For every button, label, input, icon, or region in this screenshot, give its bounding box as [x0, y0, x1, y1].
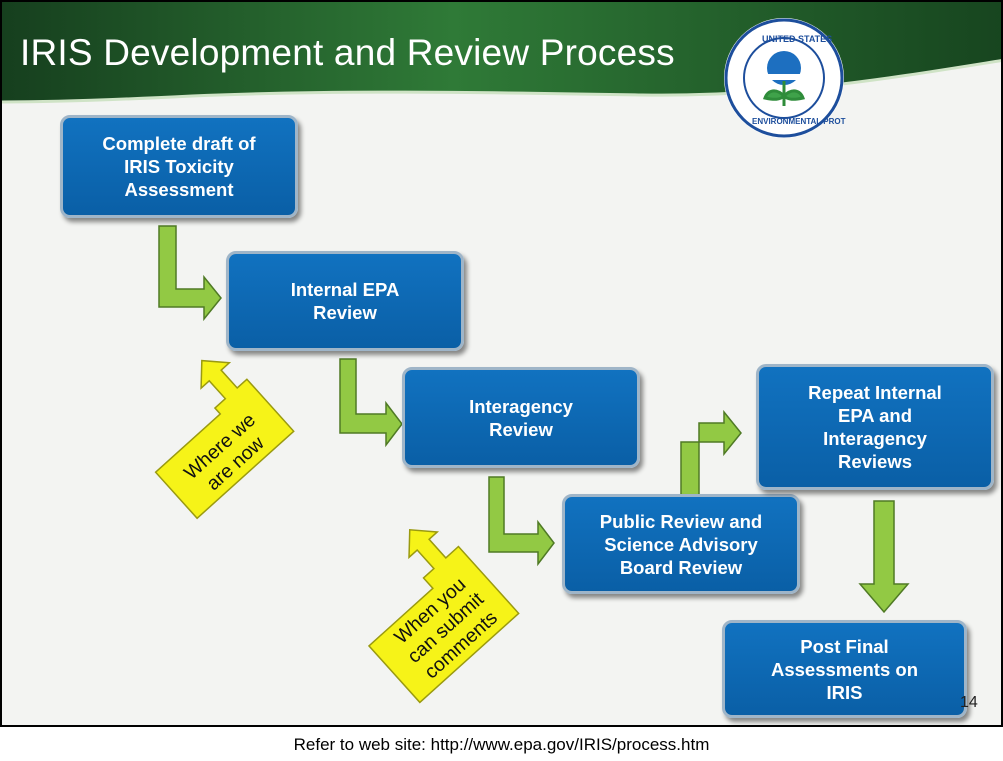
svg-text:ENVIRONMENTAL PROTECTION: ENVIRONMENTAL PROTECTION [752, 117, 846, 126]
arrow-repeat-to-post [858, 500, 910, 614]
step-interagency-review: Interagency Review [402, 367, 640, 468]
slide: IRIS Development and Review Process UNIT… [0, 0, 1003, 727]
step-complete-draft: Complete draft of IRIS Toxicity Assessme… [60, 115, 298, 218]
page-number: 14 [960, 694, 978, 711]
footer-reference-note: Refer to web site: http://www.epa.gov/IR… [293, 735, 710, 754]
flow-arrows [158, 225, 910, 614]
callouts-layer: Where we are now When you can submit com… [154, 359, 520, 704]
step-internal-epa-review: Internal EPA Review [226, 251, 464, 351]
slide-title: IRIS Development and Review Process [20, 32, 675, 73]
step-post-final-assessments: Post Final Assessments on IRIS [722, 620, 967, 718]
arrow-internal-to-interagency [339, 358, 403, 448]
arrow-interagency-to-public [488, 476, 555, 567]
step-repeat-reviews: Repeat Internal EPA and Interagency Revi… [756, 364, 994, 490]
callout-when-you-can-submit: When you can submit comments [367, 528, 520, 704]
arrow-draft-to-internal [158, 225, 222, 322]
svg-text:UNITED STATES: UNITED STATES [762, 34, 832, 44]
step-public-review: Public Review and Science Advisory Board… [562, 494, 800, 594]
callout-where-we-are-now: Where we are now [154, 359, 295, 520]
arrow-public-to-repeat [680, 409, 742, 503]
epa-seal-logo: UNITED STATES ENVIRONMENTAL PROTECTION [724, 18, 846, 138]
